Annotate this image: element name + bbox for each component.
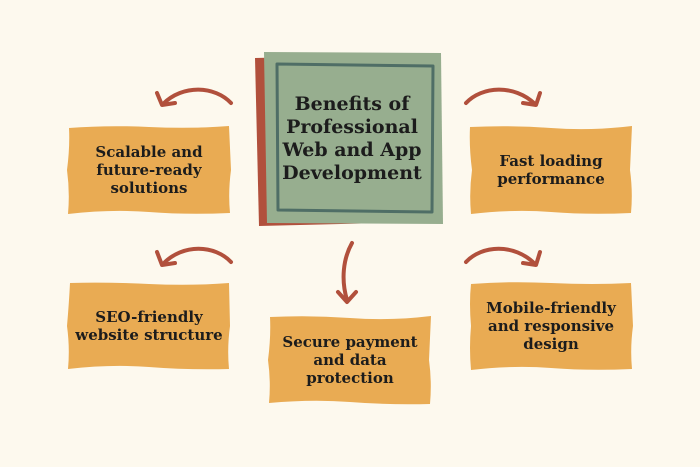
box-shape — [268, 316, 431, 405]
benefit-label-mobile: Mobile-friendly and responsive design — [486, 299, 616, 353]
arrow-to-fast-loading — [464, 87, 542, 107]
center-box: Benefits of Professional Web and App Dev… — [255, 52, 443, 226]
benefit-box-scalable: Scalable and future-ready solutions — [67, 125, 231, 215]
benefit-label-seo: SEO-friendly website structure — [75, 308, 223, 344]
benefit-label-fast-loading: Fast loading performance — [497, 152, 605, 188]
benefit-box-seo: SEO-friendly website structure — [67, 281, 231, 371]
benefit-box-fast-loading: Fast loading performance — [469, 125, 633, 215]
center-box-shape — [255, 52, 443, 226]
arrow-to-seo — [155, 246, 233, 267]
center-title: Benefits of Professional Web and App Dev… — [282, 93, 422, 184]
arrow-to-scalable — [155, 87, 233, 107]
box-shape — [67, 282, 230, 370]
box-shape — [469, 126, 632, 214]
arrow-to-secure-payment — [336, 241, 358, 304]
benefit-box-mobile: Mobile-friendly and responsive design — [469, 281, 633, 371]
box-shape — [67, 126, 231, 214]
benefit-box-secure-payment: Secure payment and data protection — [268, 315, 432, 405]
box-shape — [470, 282, 633, 370]
arrow-to-mobile — [464, 246, 542, 267]
benefit-label-scalable: Scalable and future-ready solutions — [95, 143, 203, 197]
benefit-label-secure-payment: Secure payment and data protection — [282, 333, 418, 387]
